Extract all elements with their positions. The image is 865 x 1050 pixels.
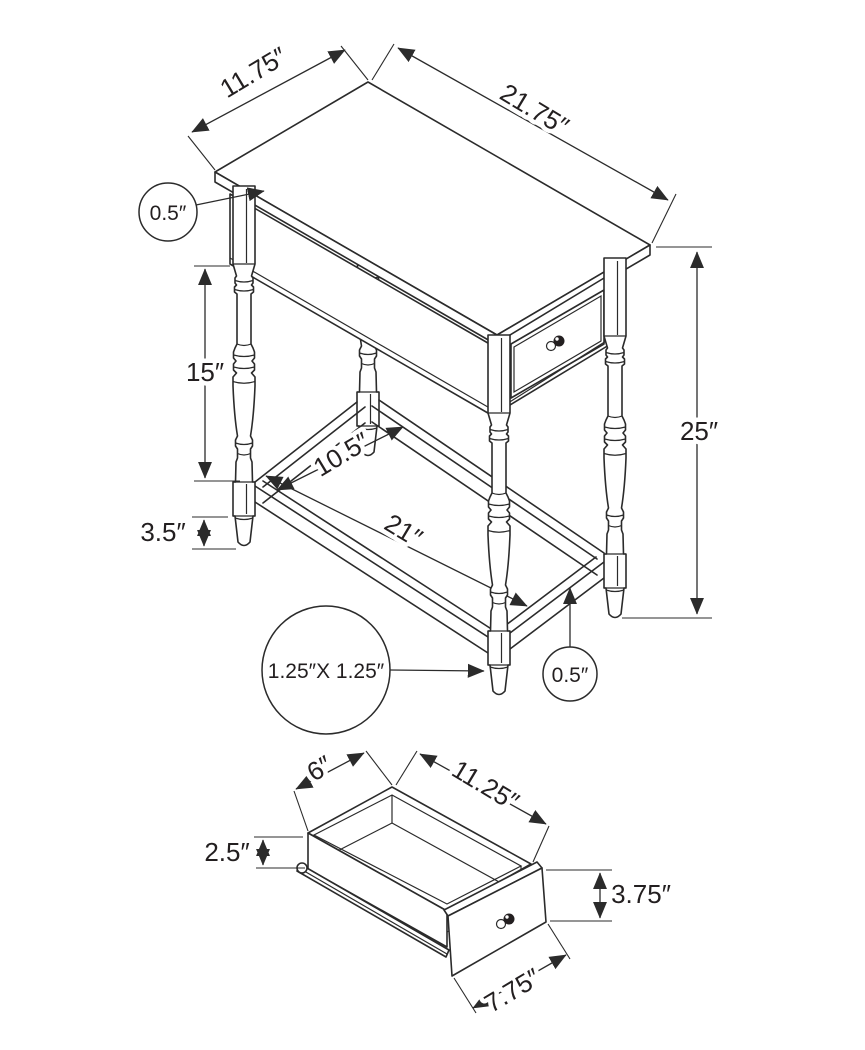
shelf-length-label: 21″ [380,508,428,553]
table-leg-right [603,257,627,619]
table-apron [229,193,615,421]
table-leg-front [487,334,511,696]
top-thickness-label: 0.5″ [150,202,187,225]
drawer-slide-rail [296,862,450,958]
drawer-inner-length-label: 11.25″ [447,754,524,817]
dimension-leg-turned-height: 15″ [181,265,240,482]
drawer-front [510,289,605,399]
drawer-left-wall [307,832,448,948]
shelf-rail-front-right [501,556,605,650]
dimension-shelf-depth: 10.5″ [276,422,404,491]
drawer-front-panel [443,861,547,977]
table-isometric-view: 10.5″ 21″ 11.75″ 21.75″ 0.5″ [136,36,723,735]
drawer-panel-knob [495,913,515,930]
dimension-foot-height: 3.5″ [136,513,236,552]
table-leg-left [232,185,256,547]
drawer-side-height-label: 2.5″ [204,837,249,867]
drawer-box-inner-rim [312,794,523,905]
shelf-thickness-label: 0.5″ [552,664,589,687]
foot-height-label: 3.5″ [140,517,185,547]
drawer-isometric-view: 6″ 11.25″ 2.5″ 3.75″ 7.75″ [200,745,676,1023]
callout-top-thickness: 0.5″ [138,182,265,242]
dimension-drawer-front-height: 3.75″ [546,869,675,922]
callout-shelf-thickness: 0.5″ [542,587,598,702]
drawer-knob [545,335,565,352]
drawer-front-width-label: 7.75″ [479,962,546,1019]
leg-turned-height-label: 15″ [186,357,224,387]
callout-leg-post-size: 1.25″X 1.25″ [261,605,485,735]
dimension-drawer-side-height: 2.5″ [200,833,305,872]
apron-front-bottom-band [229,257,501,415]
drawer-front-inner-line [513,294,602,394]
drawer-front-height-label: 3.75″ [611,879,671,909]
dimension-overall-height: 25″ [622,246,723,619]
drawer-inner-depth-label: 6″ [301,749,337,787]
leg-post-size-label: 1.25″X 1.25″ [268,660,385,683]
overall-height-label: 25″ [680,416,718,446]
top-width-label: 21.75″ [495,77,574,141]
top-depth-label: 11.75″ [215,41,292,104]
